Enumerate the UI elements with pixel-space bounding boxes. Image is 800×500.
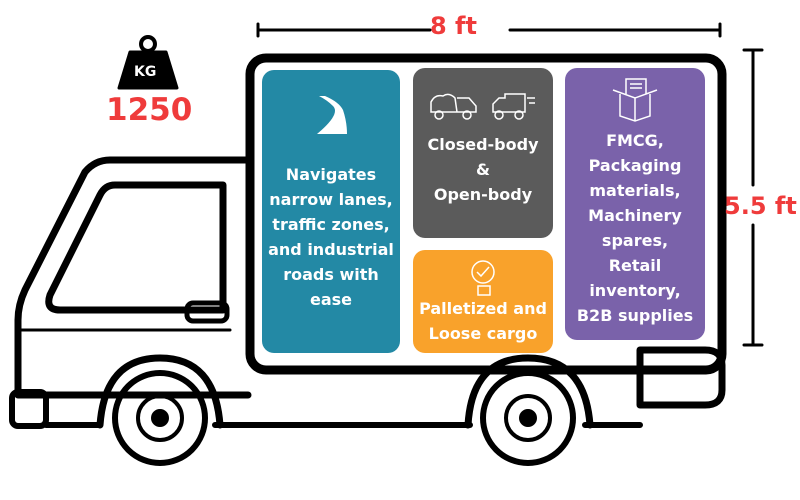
weight-icon [117,35,179,90]
box-icon [612,78,658,122]
open-body-truck-icon [430,93,477,120]
closed-body-truck-icon [492,93,535,120]
height-label: 5.5 ft [724,192,797,220]
cargo-panel: Palletized and Loose cargo [413,250,553,353]
goods-text: FMCG, Packaging materials, Machinery spa… [576,131,694,325]
length-dimension-line [256,22,722,38]
length-label: 8 ft [430,12,477,40]
weight-icon-label: KG [134,64,157,80]
thumbs-up-check-icon [471,260,495,296]
front-wheel [112,370,208,466]
body-types-panel: Closed-body & Open-body [413,68,553,238]
winding-road-icon [317,96,347,134]
weight-value: 1250 [106,92,193,128]
goods-panel: FMCG, Packaging materials, Machinery spa… [565,68,705,340]
height-dimension-line [742,48,764,347]
cargo-text: Palletized and Loose cargo [419,299,547,343]
maneuverability-text: Navigates narrow lanes, traffic zones, a… [268,165,394,309]
body-types-text: Closed-body & Open-body [427,135,539,204]
rear-wheel [480,370,576,466]
maneuverability-panel: Navigates narrow lanes, traffic zones, a… [262,70,400,353]
